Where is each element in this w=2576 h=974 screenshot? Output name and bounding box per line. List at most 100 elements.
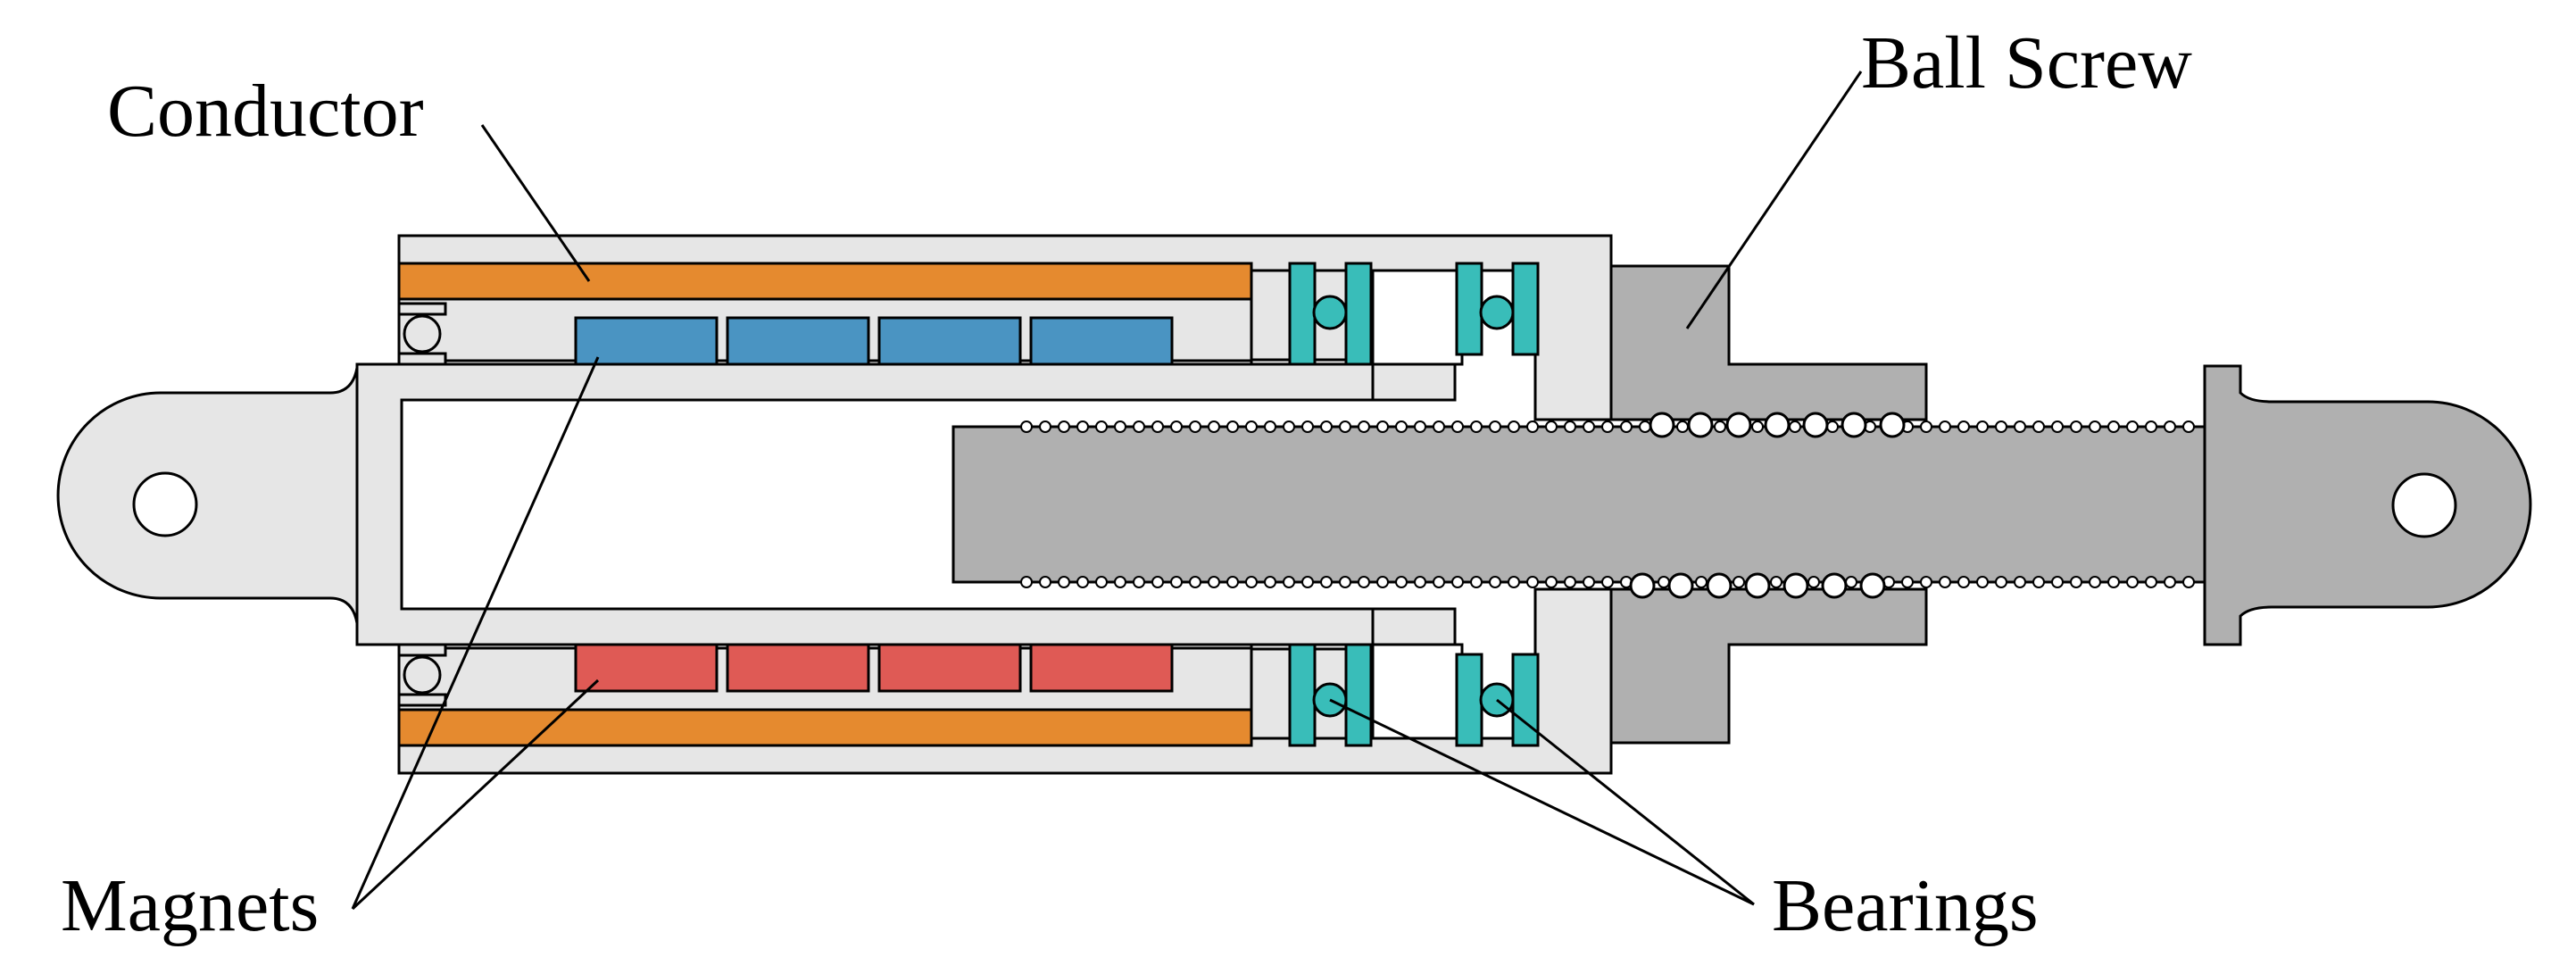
thread-notch: [1058, 420, 1070, 433]
left-mount-hole: [132, 471, 198, 537]
thread-notch: [1264, 576, 1276, 588]
thread-notch: [1451, 576, 1464, 588]
thread-notch: [1414, 420, 1426, 433]
magnets-leader-2: [351, 678, 600, 911]
conductor-bottom: [397, 708, 1253, 747]
thread-notch: [1489, 420, 1501, 433]
thread-notch: [1395, 576, 1408, 588]
thread-notch: [1039, 420, 1051, 433]
thread-notch: [1339, 420, 1351, 433]
thread-notch: [1920, 576, 1932, 588]
magnets-leader-1: [351, 356, 600, 910]
thread-notch: [1433, 420, 1445, 433]
thread-notch: [1470, 576, 1483, 588]
thread-notch: [1508, 420, 1520, 433]
thread-notch: [1545, 420, 1558, 433]
screw-ball: [1764, 412, 1791, 438]
screw-ball: [1782, 572, 1809, 599]
thread-notch: [1283, 420, 1295, 433]
magnet: [877, 643, 1022, 693]
thread-notch: [1264, 420, 1276, 433]
magnets-top: [574, 316, 1174, 366]
thread-notch: [1826, 420, 1839, 433]
thread-notch: [1095, 420, 1108, 433]
thread-notch: [1433, 576, 1445, 588]
thread-notch: [2070, 420, 2082, 433]
thread-notch: [1583, 576, 1595, 588]
thread-notch: [1170, 576, 1183, 588]
thread-notch: [1245, 420, 1258, 433]
magnet: [726, 316, 870, 366]
thread-notch: [2126, 576, 2139, 588]
thread-notch: [1620, 420, 1633, 433]
thread-notch: [1751, 420, 1764, 433]
thread-notch: [1995, 420, 2007, 433]
thread-notch: [2014, 576, 2026, 588]
left-support-bearing-bottom: [397, 643, 447, 707]
magnet: [877, 316, 1022, 366]
screw-ball: [1649, 412, 1675, 438]
thread-notch: [2051, 420, 2064, 433]
screw-ball: [1821, 572, 1848, 599]
thread-notch: [1208, 420, 1220, 433]
bearing-top-2: [1455, 262, 1540, 356]
bearing-gap-bottom: [1371, 643, 1464, 740]
thread-notch: [1133, 576, 1145, 588]
bearings-leader-2: [1496, 698, 1755, 906]
bearing-gap-top: [1371, 269, 1464, 366]
thread-notch: [1564, 420, 1576, 433]
thread-notch: [1789, 420, 1801, 433]
thread-notch: [1807, 576, 1820, 588]
thread-notch: [2089, 420, 2101, 433]
thread-notch: [1114, 420, 1126, 433]
thread-notch: [2126, 420, 2139, 433]
screw-balls: [1629, 412, 1906, 599]
conductor-top: [397, 262, 1253, 301]
thread-notch: [1020, 420, 1033, 433]
thread-notch: [1076, 576, 1089, 588]
screw-ball: [1879, 412, 1906, 438]
magnets-bottom: [574, 643, 1174, 693]
thread-notch: [2182, 576, 2195, 588]
magnets-label: Magnets: [61, 864, 319, 947]
bearings-label: Bearings: [1772, 864, 2039, 947]
screw-ball: [1629, 572, 1656, 599]
thread-notch: [1939, 576, 1951, 588]
thread-notch: [1283, 576, 1295, 588]
thread-notch: [1339, 576, 1351, 588]
thread-notch: [2032, 420, 2045, 433]
thread-notch: [2014, 420, 2026, 433]
thread-notch: [1226, 420, 1239, 433]
thread-notch: [1601, 576, 1614, 588]
thread-notch: [1058, 576, 1070, 588]
thread-notch: [1676, 420, 1689, 433]
thread-notch: [1020, 576, 1033, 588]
conductor-label: Conductor: [107, 70, 424, 153]
screw-ball: [1859, 572, 1886, 599]
thread-notch: [1320, 576, 1333, 588]
thread-notch: [1714, 420, 1726, 433]
screw-ball: [1802, 412, 1829, 438]
thread-notch: [1733, 576, 1745, 588]
thread-notch: [1508, 576, 1520, 588]
conductor-leader: [480, 124, 591, 282]
thread-notch: [1151, 576, 1164, 588]
thread-notch: [2089, 576, 2101, 588]
thread-notch: [1245, 576, 1258, 588]
left-support-bearing-top: [397, 302, 447, 366]
ball-screw-leader: [1685, 71, 1863, 329]
magnet: [1029, 643, 1174, 693]
thread-notch: [1414, 576, 1426, 588]
thread-notch: [1189, 576, 1201, 588]
thread-notch: [1358, 420, 1370, 433]
bearing-top-1: [1288, 262, 1373, 366]
screw-shaft: [951, 425, 2206, 584]
bearings-leader-1: [1329, 698, 1755, 906]
thread-notch: [1695, 576, 1708, 588]
screw-ball: [1725, 412, 1752, 438]
thread-notch: [1358, 576, 1370, 588]
thread-notch: [1395, 420, 1408, 433]
thread-notch: [1939, 420, 1951, 433]
thread-notch: [1639, 420, 1651, 433]
thread-notch: [2182, 420, 2195, 433]
